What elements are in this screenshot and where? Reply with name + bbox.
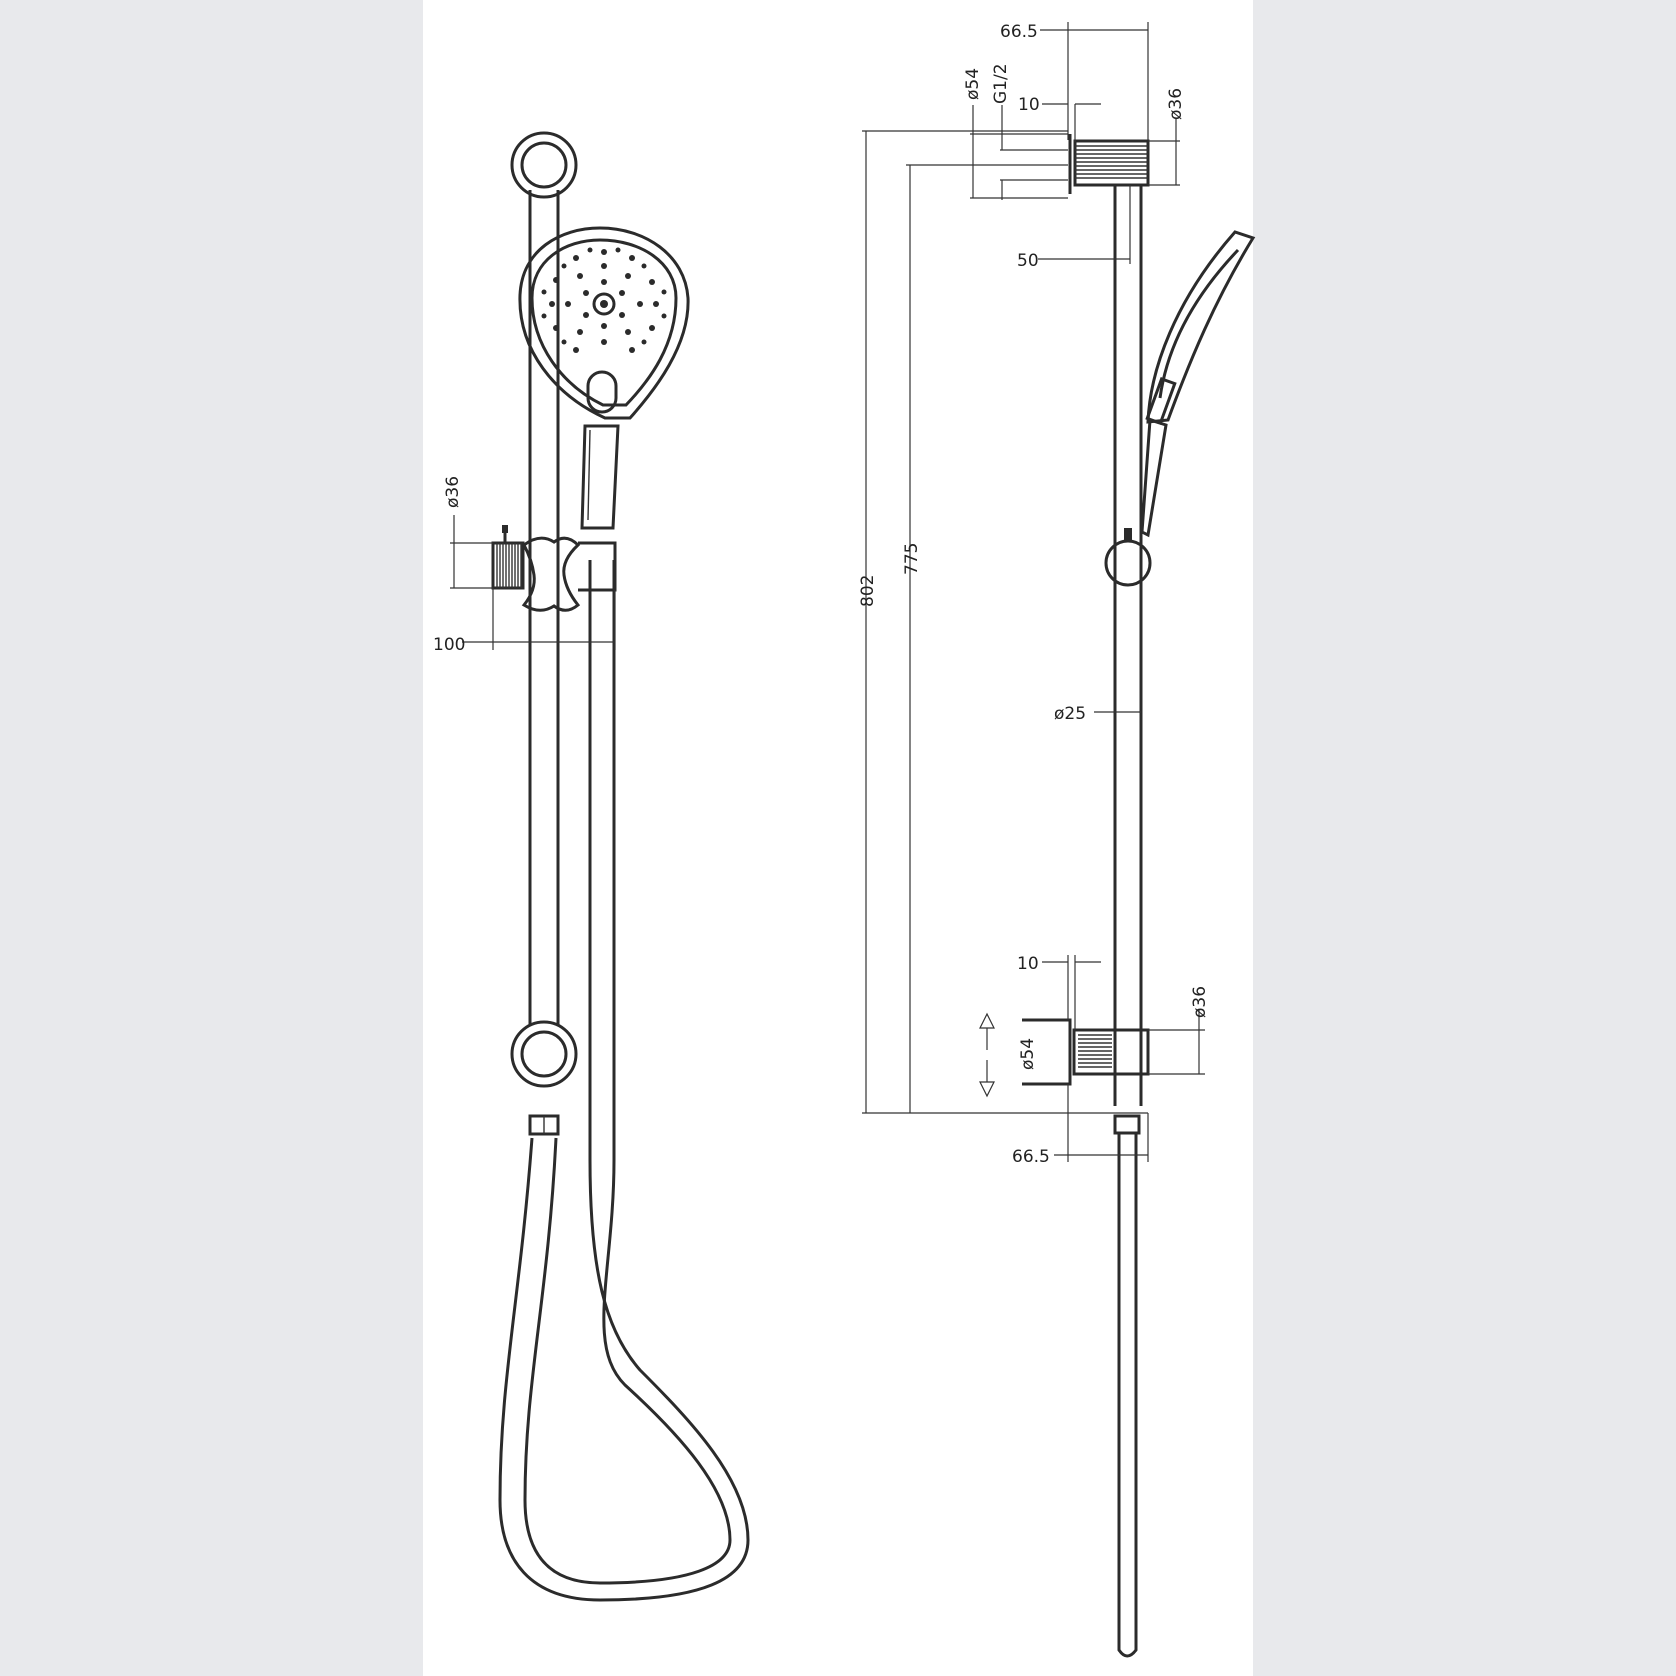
side-bottom-bracket [1022,1018,1150,1086]
knurl-lines [1075,145,1148,179]
side-dimensions [862,22,1205,1162]
side-top-flange-diameter-label: ø54 [963,68,983,100]
side-top-projection-label: 66.5 [1000,22,1038,42]
side-top-depth-label: 50 [1017,251,1039,271]
front-dimensions [450,515,616,650]
front-holder-diameter-label: ø36 [443,476,463,508]
front-hose [498,560,750,1602]
side-bottom-flange-diameter-label: ø54 [1018,1038,1038,1070]
front-hose-nut [528,1114,560,1136]
side-hose [1113,1114,1141,1658]
side-top-bracket [1068,134,1150,194]
up-down-arrow-icon [979,1012,995,1098]
side-rail-diameter-label: ø25 [1054,704,1086,724]
side-bottom-offset-label: 10 [1017,954,1039,974]
side-top-offset-label: 10 [1018,95,1040,115]
front-view: ø36 100 [433,131,750,1602]
side-view: 66.5 ø54 G1/2 10 ø36 50 802 775 ø25 10 ø… [858,22,1256,1658]
front-bottom-bracket [510,1020,578,1088]
knurl-lines [496,543,522,588]
side-rail [1113,186,1143,1106]
side-centers-height-label: 775 [902,543,922,575]
side-bottom-knob-diameter-label: ø36 [1190,986,1210,1018]
front-slide-holder [491,525,617,612]
side-bottom-projection-label: 66.5 [1012,1147,1050,1167]
side-top-knob-diameter-label: ø36 [1166,88,1186,120]
front-hand-shower [518,226,690,530]
spray-nozzles [541,247,667,353]
side-slide-holder [1104,528,1152,587]
front-holder-projection-label: 100 [433,635,465,655]
front-top-bracket [510,131,578,199]
side-overall-height-label: 802 [858,575,878,607]
side-hand-shower [1140,230,1256,538]
knurl-lines [1078,1034,1112,1068]
side-thread-label: G1/2 [991,63,1011,104]
